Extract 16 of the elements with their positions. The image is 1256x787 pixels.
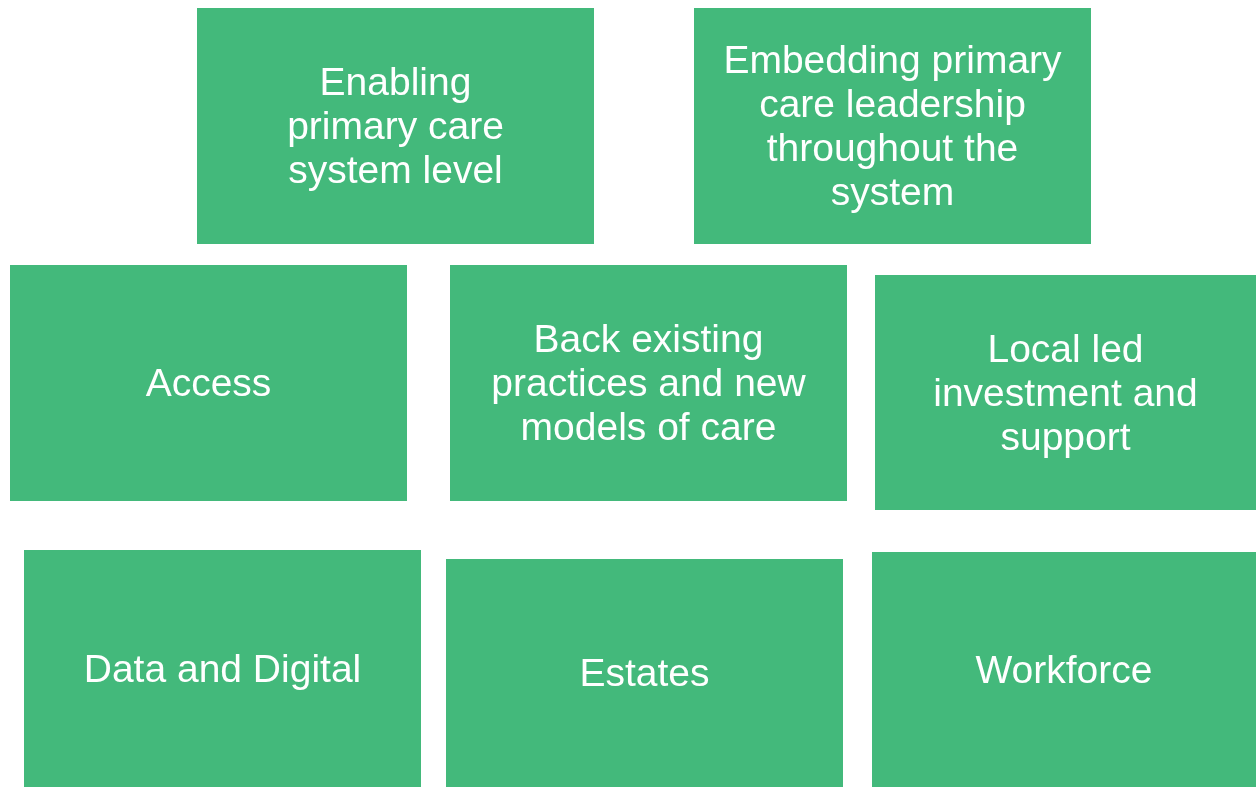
box-label: Workforce [975, 647, 1153, 692]
box-label: Local led investment and support [932, 326, 1199, 459]
topic-box [446, 559, 843, 787]
topic-box [24, 550, 421, 787]
topic-box [872, 552, 1256, 787]
topic-box [10, 265, 407, 501]
box-label: Access [145, 361, 272, 405]
topic-box [450, 265, 847, 501]
box-label: Embedding primary care leadership throughout the system [722, 38, 1063, 214]
topic-box [694, 8, 1091, 244]
box-label: Enabling primary care system level [286, 60, 505, 192]
box-label: Estates [579, 651, 710, 695]
topic-box [197, 8, 594, 244]
box-label: Data and Digital [83, 646, 362, 691]
topic-box [875, 275, 1256, 510]
box-label: Back existing practices and new models of care [490, 317, 807, 449]
